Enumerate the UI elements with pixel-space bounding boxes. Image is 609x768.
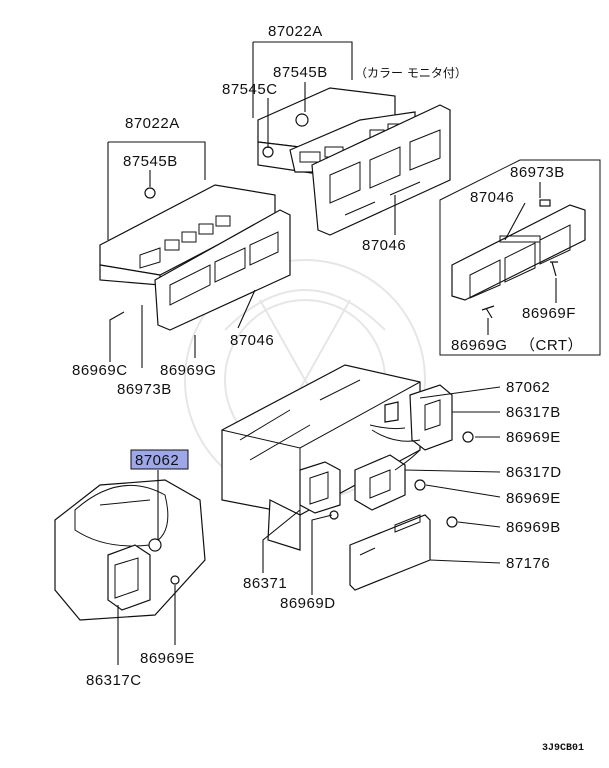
label-86973b-crt: 86973B — [510, 164, 565, 181]
ac-control-panel-top — [257, 87, 451, 236]
label-86969c: 86969C — [72, 362, 128, 379]
label-86317c: 86317C — [86, 672, 142, 689]
heater-unit-left — [54, 479, 206, 621]
label-87062-left: 87062 — [135, 452, 179, 469]
label-crt-note: （CRT） — [520, 337, 583, 354]
label-87046-crt: 87046 — [470, 189, 514, 206]
label-86969e-2: 86969E — [506, 490, 561, 507]
crt-panel-box — [439, 159, 601, 356]
highlight-87062-left — [130, 449, 189, 470]
label-87545b-top: 87545B — [273, 64, 328, 81]
label-86969b: 86969B — [506, 519, 561, 536]
label-86371: 86371 — [243, 575, 287, 592]
label-color-monitor-note: （カラー モニタ付） — [355, 66, 467, 80]
control-unit-87176 — [349, 514, 431, 591]
screws-right — [329, 431, 474, 528]
sensor-86371 — [299, 461, 341, 514]
label-87545c: 87545C — [222, 81, 278, 98]
servo-motor-d — [354, 449, 421, 511]
label-87545b-mid: 87545B — [123, 153, 178, 170]
label-86317d: 86317D — [506, 464, 562, 481]
diagram-code: 3J9CB01 — [542, 743, 584, 754]
label-87046-mid: 87046 — [230, 332, 274, 349]
label-87022a-top: 87022A — [268, 23, 323, 40]
label-86969g-left: 86969G — [160, 362, 216, 379]
leader-lines — [107, 41, 557, 665]
label-86969f: 86969F — [522, 305, 576, 322]
servo-motor-right — [369, 384, 453, 451]
label-87022a-mid: 87022A — [125, 115, 180, 132]
label-86969e-1: 86969E — [506, 429, 561, 446]
label-86969d: 86969D — [280, 595, 336, 612]
label-86969g-crt: 86969G — [451, 337, 507, 354]
label-86973b-left: 86973B — [117, 381, 172, 398]
label-86969e-3: 86969E — [140, 650, 195, 667]
label-87062-right: 87062 — [506, 379, 550, 396]
label-86317b: 86317B — [506, 404, 561, 421]
label-87176: 87176 — [506, 555, 550, 572]
label-87046-top: 87046 — [362, 237, 406, 254]
callout-labels: 87022A 87545B （カラー モニタ付） 87545C 87022A 8… — [72, 23, 584, 754]
hvac-unit-body — [221, 364, 421, 551]
ac-control-panel-mid — [99, 184, 291, 331]
